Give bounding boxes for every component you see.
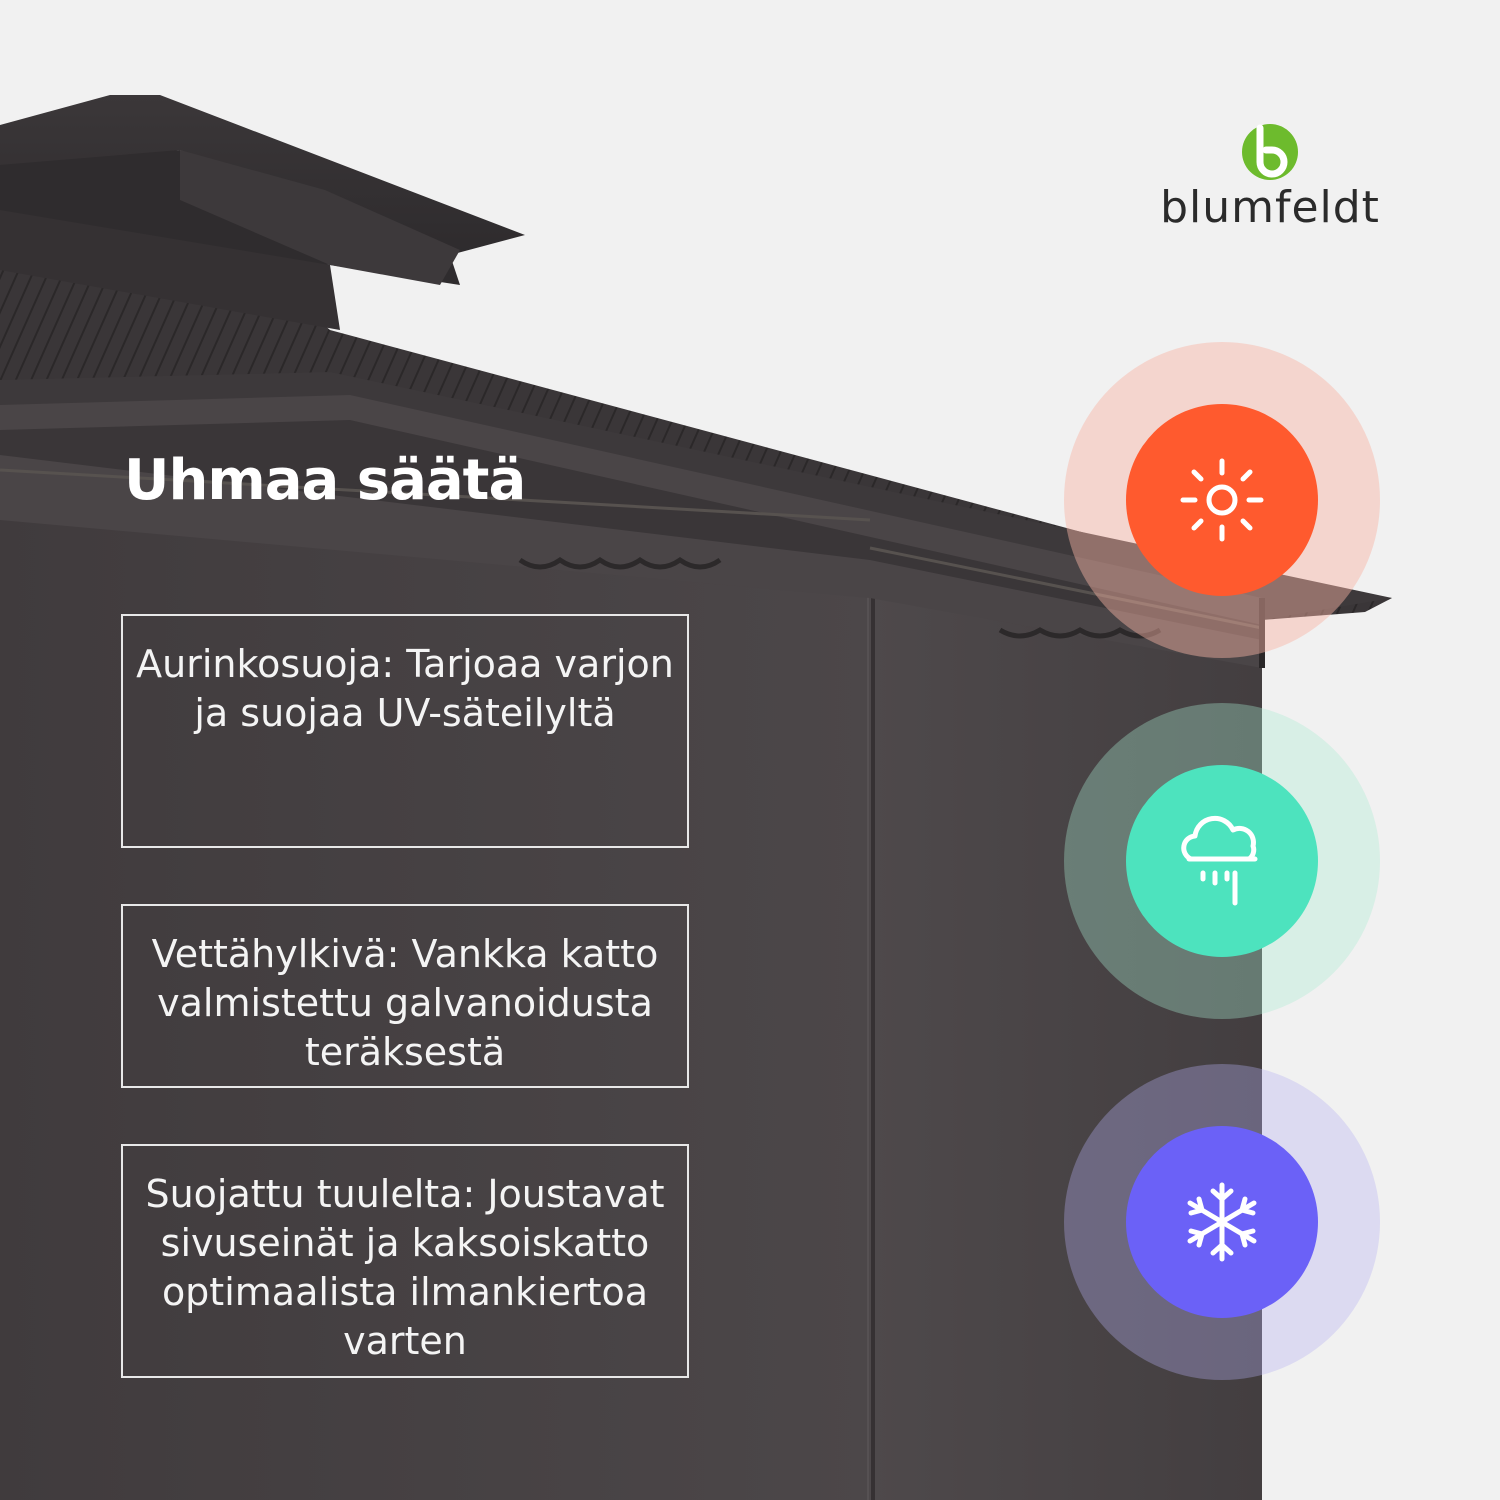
brand-logo: blumfeldt bbox=[1150, 112, 1390, 242]
feature-text: Suojattu tuulelta: Joustavat sivuseinät … bbox=[145, 1172, 665, 1363]
feature-box-wind-protection: Suojattu tuulelta: Joustavat sivuseinät … bbox=[121, 1144, 689, 1378]
brand-name: blumfeldt bbox=[1160, 182, 1380, 233]
brand-leaf-icon bbox=[1242, 124, 1298, 180]
feature-text: Aurinkosuoja: Tarjoaa varjon ja suojaa U… bbox=[136, 642, 674, 735]
badge-rain bbox=[1064, 703, 1380, 1019]
headline: Uhmaa säätä bbox=[124, 448, 526, 513]
feature-box-water-repellent: Vettähylkivä: Vankka katto valmistettu g… bbox=[121, 904, 689, 1088]
rain-cloud-icon bbox=[1181, 815, 1258, 906]
badge-snow bbox=[1064, 1064, 1380, 1380]
snowflake-icon bbox=[1187, 1182, 1257, 1262]
sun-icon bbox=[1180, 458, 1264, 542]
feature-text: Vettähylkivä: Vankka katto valmistettu g… bbox=[151, 932, 659, 1074]
badge-sun bbox=[1064, 342, 1380, 658]
feature-box-sun-protection: Aurinkosuoja: Tarjoaa varjon ja suojaa U… bbox=[121, 614, 689, 848]
